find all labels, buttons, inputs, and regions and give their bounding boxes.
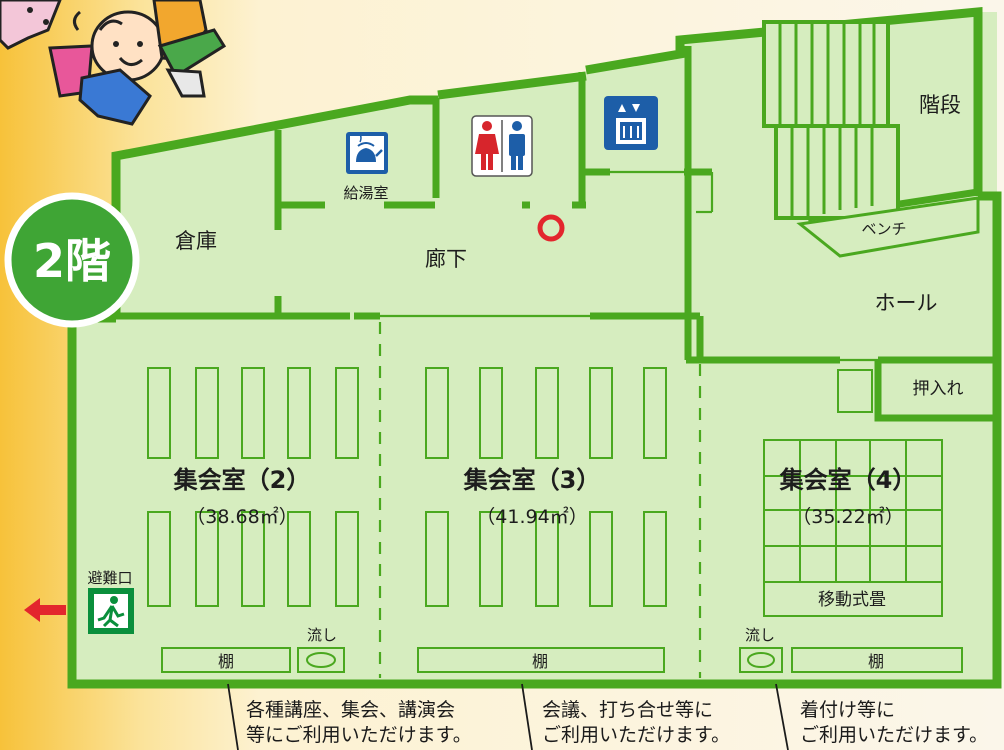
floor-area <box>72 12 997 684</box>
staircase <box>762 20 980 258</box>
emergency-exit-icon <box>88 588 134 634</box>
hall-label: ホール <box>875 291 938 315</box>
location-marker-icon <box>537 214 565 242</box>
meeting-room-2-name: 集会室（2） <box>173 466 311 494</box>
corridor-label: 廊下 <box>425 247 467 271</box>
restroom-icon <box>471 115 533 177</box>
floor-badge-label: 2階 <box>33 234 111 288</box>
meeting-room-4-area: （35.22㎡） <box>792 505 903 528</box>
sink-label-1: 流し <box>307 626 337 644</box>
closet-label: 押入れ <box>913 379 964 399</box>
stairs-label: 階段 <box>919 93 961 117</box>
thin-lines <box>378 170 878 678</box>
bench <box>796 196 980 258</box>
meeting-room-3-name: 集会室（3） <box>463 466 601 494</box>
note-room-2-line2: 等にご利用いただけます。 <box>246 724 472 746</box>
note-room-4-line1: 着付け等に <box>800 699 896 721</box>
kettle-icon <box>346 132 388 174</box>
mascot-illustration <box>0 0 227 126</box>
note-room-4: 着付け等に ご利用いただけます。 <box>800 698 988 748</box>
note-room-3-line1: 会議、打ち合せ等に <box>542 699 714 721</box>
note-room-3-line2: ご利用いただけます。 <box>542 724 731 746</box>
tatami-grid <box>763 439 943 617</box>
shelf-label-1: 棚 <box>218 652 234 671</box>
pillar <box>837 369 873 413</box>
leader-lines <box>227 683 789 750</box>
desks-room-3 <box>425 367 667 607</box>
sink-label-2: 流し <box>745 626 775 644</box>
arrow-left-icon <box>24 598 66 622</box>
kitchenette-label: 給湯室 <box>343 184 388 202</box>
note-room-2: 各種講座、集会、講演会 等にご利用いただけます。 <box>246 698 472 748</box>
meeting-room-3-area: （41.94㎡） <box>476 505 587 528</box>
floor-badge: 2階 <box>4 192 140 328</box>
note-room-2-line1: 各種講座、集会、講演会 <box>246 699 456 721</box>
tatami-label: 移動式畳 <box>818 590 886 610</box>
fixtures <box>161 647 963 673</box>
meeting-room-4-name: 集会室（4） <box>779 466 917 494</box>
elevator-icon <box>604 96 658 150</box>
desks-room-2 <box>147 367 359 607</box>
note-room-4-line2: ご利用いただけます。 <box>800 724 989 746</box>
storage-label: 倉庫 <box>175 229 217 253</box>
exit-label: 避難口 <box>87 569 132 587</box>
outer-wall <box>67 7 1002 689</box>
shelf-label-3: 棚 <box>868 652 884 671</box>
bench-label: ベンチ <box>861 220 906 238</box>
meeting-room-2-area: （38.68㎡） <box>186 505 297 528</box>
shelf-label-2: 棚 <box>532 652 548 671</box>
note-room-3: 会議、打ち合せ等に ご利用いただけます。 <box>542 698 730 748</box>
